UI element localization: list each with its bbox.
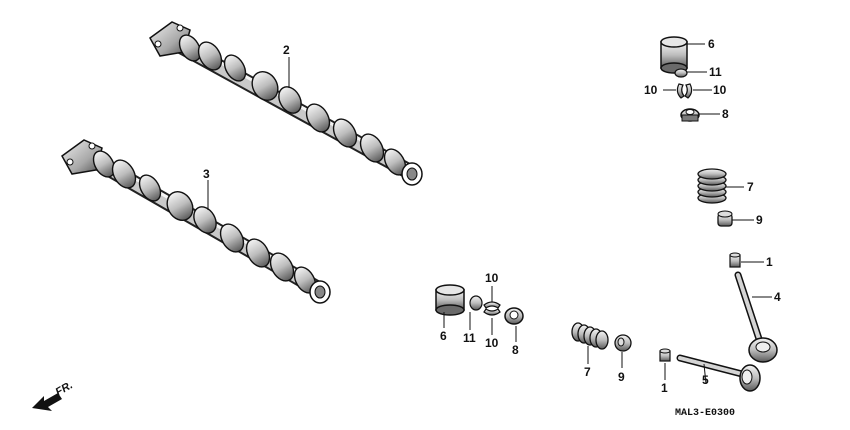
callout-spring-upper: 7	[747, 180, 754, 194]
guide-upper	[729, 252, 741, 268]
valve-lower	[676, 354, 761, 392]
front-label: FR.	[54, 379, 75, 398]
seal-upper	[717, 210, 733, 227]
cotters-upper	[676, 83, 693, 99]
callout-camshaft-lower: 3	[203, 167, 210, 181]
callout-seal-bottom: 9	[618, 370, 625, 384]
camshaft-lower	[61, 139, 331, 304]
lifter-bottom	[435, 284, 465, 316]
front-direction-marker: FR.	[32, 379, 75, 411]
callout-valve-upper: 4	[774, 290, 781, 304]
retainer-upper	[680, 108, 700, 122]
callout-lifter-bottom: 6	[440, 329, 447, 343]
callout-guide-upper: 1	[766, 255, 773, 269]
callout-cotter-upper-right: 10	[713, 83, 727, 97]
retainer-bottom	[504, 307, 524, 325]
cotters-bottom	[483, 301, 501, 316]
callout-shim-bottom: 11	[463, 331, 476, 345]
callout-guide-bottom: 1	[661, 381, 668, 395]
callout-cotter-bottom-top: 10	[485, 271, 499, 285]
guide-bottom	[659, 348, 671, 362]
callout-shim-upper: 11	[709, 65, 722, 79]
shim-upper	[674, 68, 688, 78]
shim-bottom	[469, 295, 483, 311]
callout-retainer-bottom: 8	[512, 343, 519, 357]
seal-bottom	[614, 334, 632, 352]
camshaft-upper	[149, 21, 423, 186]
callout-cotter-bottom-bottom: 10	[485, 336, 499, 350]
callout-spring-bottom: 7	[584, 365, 591, 379]
leader-lines	[207, 43, 772, 385]
callout-seal-upper: 9	[756, 213, 763, 227]
spring-bottom	[571, 322, 609, 350]
callout-valve-lower: 5	[702, 373, 709, 387]
drawing-code: MAL3-E0300	[675, 408, 735, 419]
arrow-left-icon	[32, 393, 62, 411]
lifter-upper	[660, 36, 688, 74]
callout-cotter-upper-left: 10	[644, 83, 658, 97]
callout-camshaft-upper: 2	[283, 43, 290, 57]
spring-upper	[697, 168, 727, 204]
callout-retainer-upper: 8	[722, 107, 729, 121]
valve-upper	[734, 271, 778, 363]
callout-lifter-upper: 6	[708, 37, 715, 51]
